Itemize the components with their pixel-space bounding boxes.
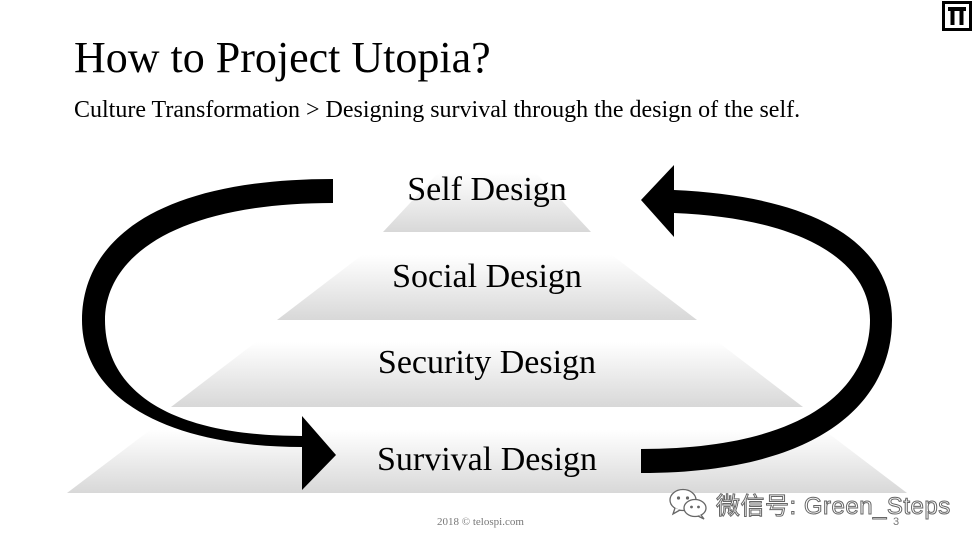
- arc-arrow-up-icon: [641, 165, 892, 473]
- slide-title: How to Project Utopia?: [74, 33, 491, 82]
- layer-label-survival: Survival Design: [376, 441, 598, 478]
- wechat-icon: [669, 488, 707, 520]
- watermark: 微信号: Green_Steps: [668, 486, 951, 521]
- telos-logo-icon: [942, 1, 972, 31]
- pyramid-layer-security: [171, 342, 803, 407]
- slide-footer: 2018 © telospi.com: [437, 516, 524, 528]
- slide-subtitle: Culture Transformation > Designing survi…: [74, 97, 801, 123]
- layer-label-social: Social Design: [392, 258, 582, 295]
- watermark-text: 微信号: Green_Steps: [716, 493, 951, 521]
- layer-label-security: Security Design: [377, 344, 597, 381]
- arc-arrow-down-icon: [82, 179, 336, 490]
- layer-label-self: Self Design: [407, 171, 567, 208]
- page-number: 3: [893, 516, 900, 528]
- pyramid-layer-self: [383, 173, 591, 232]
- pyramid-layer-social: [277, 255, 697, 320]
